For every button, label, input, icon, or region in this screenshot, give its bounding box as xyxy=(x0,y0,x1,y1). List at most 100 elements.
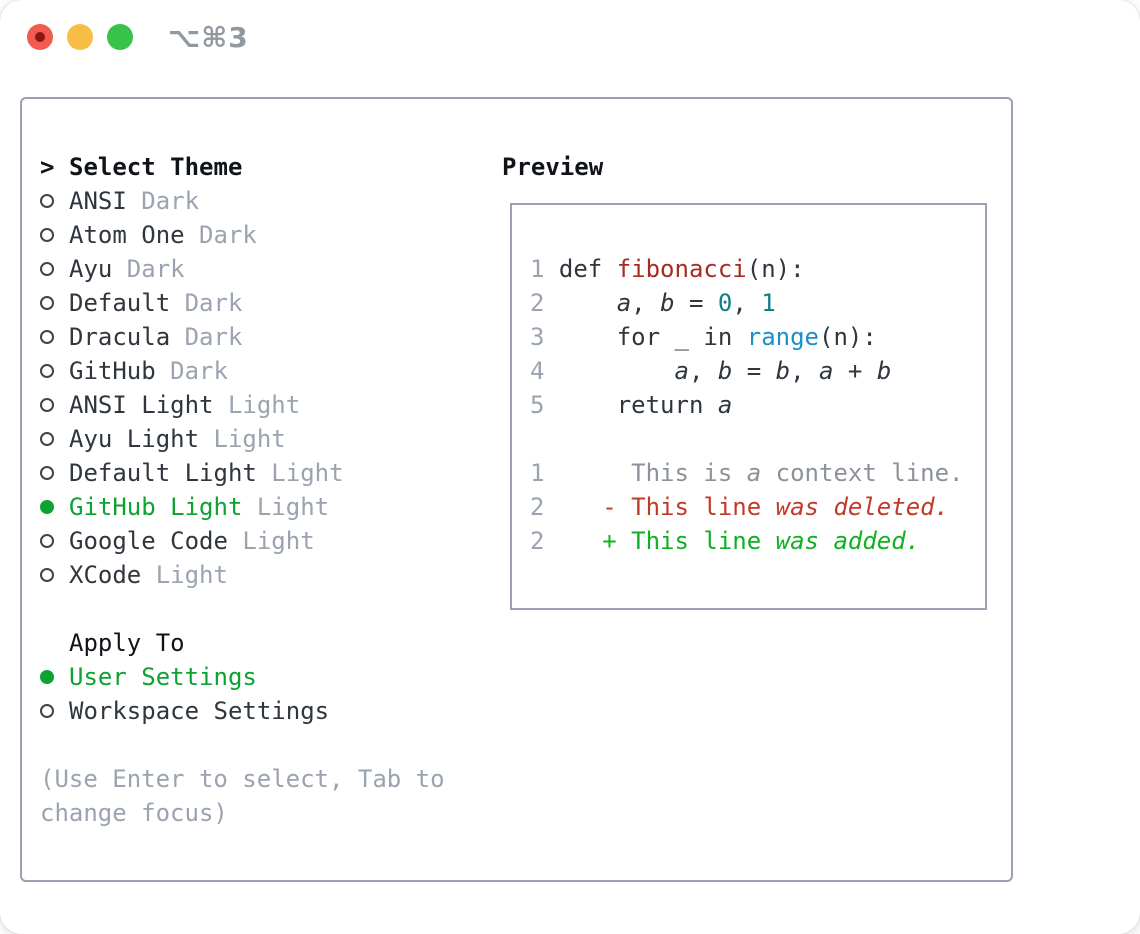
code-token: def xyxy=(558,255,617,283)
radio-icon xyxy=(40,194,54,208)
code-token: This is xyxy=(631,459,747,487)
theme-name: GitHub xyxy=(69,357,156,385)
code-token: 4 xyxy=(530,357,545,385)
theme-option-ayu-light-light[interactable]: Ayu Light Light xyxy=(40,422,490,456)
code-token: 1 xyxy=(530,459,545,487)
code-token: a xyxy=(819,357,834,385)
select-theme-header: > Select Theme xyxy=(40,150,490,184)
theme-name: ANSI Light xyxy=(69,391,214,419)
theme-variant: Light xyxy=(227,527,315,555)
theme-option-default-light-light[interactable]: Default Light Light xyxy=(40,456,490,490)
code-token: + xyxy=(833,357,877,385)
code-token: 5 xyxy=(530,391,545,419)
theme-option-github-dark[interactable]: GitHub Dark xyxy=(40,354,490,388)
apply-option-user-settings[interactable]: User Settings xyxy=(40,660,490,694)
theme-name: XCode xyxy=(69,561,142,589)
theme-name: Ayu xyxy=(69,255,113,283)
code-token: b xyxy=(876,357,892,385)
code-token: + This line xyxy=(602,527,776,555)
theme-variant: Dark xyxy=(155,357,228,385)
theme-option-atom-one-dark[interactable]: Atom One Dark xyxy=(40,218,490,252)
theme-variant: Light xyxy=(213,391,301,419)
theme-option-default-dark[interactable]: Default Dark xyxy=(40,286,490,320)
code-token xyxy=(544,459,631,487)
code-token: fibonacci xyxy=(616,255,747,283)
theme-option-ayu-dark[interactable]: Ayu Dark xyxy=(40,252,490,286)
theme-variant: Light xyxy=(141,561,228,589)
code-token: = xyxy=(732,357,776,385)
apply-option-workspace-settings[interactable]: Workspace Settings xyxy=(40,694,490,728)
code-token: range xyxy=(746,323,819,351)
code-token: a xyxy=(717,391,733,419)
radio-icon xyxy=(40,568,54,582)
apply-option-label: User Settings xyxy=(69,663,257,691)
theme-variant: Light xyxy=(256,459,344,487)
code-line: 2 a, b = 0, 1 xyxy=(530,286,985,320)
apply-to-header: Apply To xyxy=(40,626,490,660)
theme-variant: Dark xyxy=(170,323,243,351)
radio-icon xyxy=(40,398,54,412)
code-token: , xyxy=(631,289,661,317)
code-token: b xyxy=(660,289,675,317)
code-line: 1 def fibonacci(n): xyxy=(530,252,985,286)
radio-icon xyxy=(40,466,54,480)
code-token: 1 xyxy=(530,255,559,283)
code-token xyxy=(544,357,674,385)
theme-option-ansi-dark[interactable]: ANSI Dark xyxy=(40,184,490,218)
theme-option-ansi-light-light[interactable]: ANSI Light Light xyxy=(40,388,490,422)
help-line: (Use Enter to select, Tab to xyxy=(40,765,445,793)
radio-icon xyxy=(40,704,54,718)
code-token: 2 xyxy=(530,289,545,317)
apply-to-label: Apply To xyxy=(69,629,185,657)
code-token: 3 xyxy=(530,323,545,351)
minimize-button[interactable] xyxy=(67,24,93,50)
theme-variant: Light xyxy=(199,425,286,453)
radio-icon xyxy=(40,262,54,276)
close-button[interactable] xyxy=(27,24,53,50)
code-token: added. xyxy=(833,527,921,555)
theme-variant: Dark xyxy=(126,187,200,215)
radio-icon xyxy=(40,228,54,242)
radio-icon xyxy=(40,364,54,378)
theme-option-xcode-light[interactable]: XCode Light xyxy=(40,558,490,592)
traffic-lights xyxy=(27,24,133,50)
preview-label: Preview xyxy=(502,153,604,181)
code-token: was xyxy=(775,527,819,555)
code-line: 2 - This line was deleted. xyxy=(530,490,985,524)
code-token: = xyxy=(674,289,718,317)
radio-selected-icon xyxy=(40,670,54,684)
zoom-button[interactable] xyxy=(107,24,133,50)
code-line: 5 return a xyxy=(530,388,985,422)
window-title: ⌥⌘3 xyxy=(168,21,249,54)
code-token: , xyxy=(732,289,762,317)
code-token: - This line xyxy=(602,493,776,521)
titlebar: ⌥⌘3 xyxy=(0,0,1140,74)
code-token: was xyxy=(775,493,819,521)
theme-name: Google Code xyxy=(69,527,228,555)
code-token xyxy=(544,289,616,317)
code-token: context line. xyxy=(761,459,964,487)
theme-option-dracula-dark[interactable]: Dracula Dark xyxy=(40,320,490,354)
code-token xyxy=(819,527,833,555)
code-token: 0 xyxy=(717,289,733,317)
theme-name: Default xyxy=(69,289,171,317)
theme-option-github-light-light[interactable]: GitHub Light Light xyxy=(40,490,490,524)
code-token: deleted. xyxy=(833,493,950,521)
code-token xyxy=(544,493,602,521)
radio-icon xyxy=(40,534,54,548)
code-token: 2 xyxy=(530,493,545,521)
radio-icon xyxy=(40,296,54,310)
theme-name: Atom One xyxy=(69,221,185,249)
theme-variant: Dark xyxy=(170,289,243,317)
theme-name: ANSI xyxy=(69,187,127,215)
theme-option-google-code-light[interactable]: Google Code Light xyxy=(40,524,490,558)
select-theme-label: Select Theme xyxy=(69,153,243,181)
prompt-icon: > xyxy=(40,153,55,181)
code-line: 3 for _ in range(n): xyxy=(530,320,985,354)
code-token: b xyxy=(717,357,733,385)
spacer xyxy=(40,728,490,762)
